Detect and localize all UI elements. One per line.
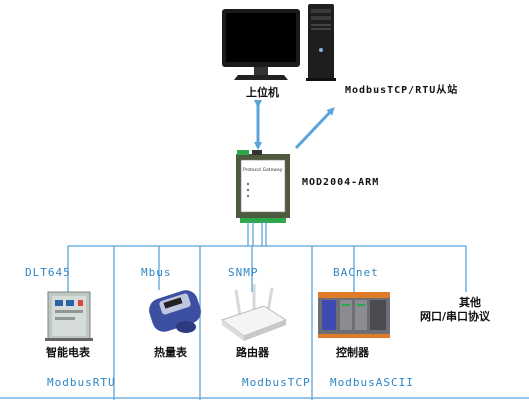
protocol-modbus-tcp: ModbusTCP	[242, 376, 311, 389]
pc-label: 上位机	[246, 86, 279, 99]
router-icon	[220, 284, 288, 341]
slave-label: ModbusTCP/RTU从站	[345, 85, 459, 96]
smart-meter-cabinet-icon	[45, 291, 93, 341]
protocol-dlt645: DLT645	[25, 266, 71, 279]
slave-arrow	[294, 107, 335, 150]
gateway-screen-text: Protocol Gateway	[243, 167, 283, 173]
gateway-label: MOD2004-ARM	[302, 177, 380, 188]
monitor-icon	[222, 9, 300, 80]
other-protocol-label-line1: 其他	[459, 296, 481, 309]
protocol-bacnet: BACnet	[333, 266, 379, 279]
meter-label: 智能电表	[46, 346, 90, 359]
protocol-modbus-ascii: ModbusASCII	[330, 376, 414, 389]
heat-meter-icon	[149, 290, 201, 333]
protocol-snmp: SNMP	[228, 266, 259, 279]
computer-tower-icon	[306, 4, 336, 81]
router-label: 路由器	[236, 346, 269, 359]
protocol-modbus-rtu: ModbusRTU	[47, 376, 116, 389]
heat-meter-label: 热量表	[154, 346, 187, 359]
controller-label: 控制器	[336, 346, 369, 359]
protocol-mbus: Mbus	[141, 266, 172, 279]
wiring-bus	[0, 222, 529, 400]
gateway-device-icon	[236, 150, 290, 223]
plc-controller-icon	[318, 292, 390, 338]
other-protocol-label-line2: 网口/串口协议	[420, 310, 491, 323]
